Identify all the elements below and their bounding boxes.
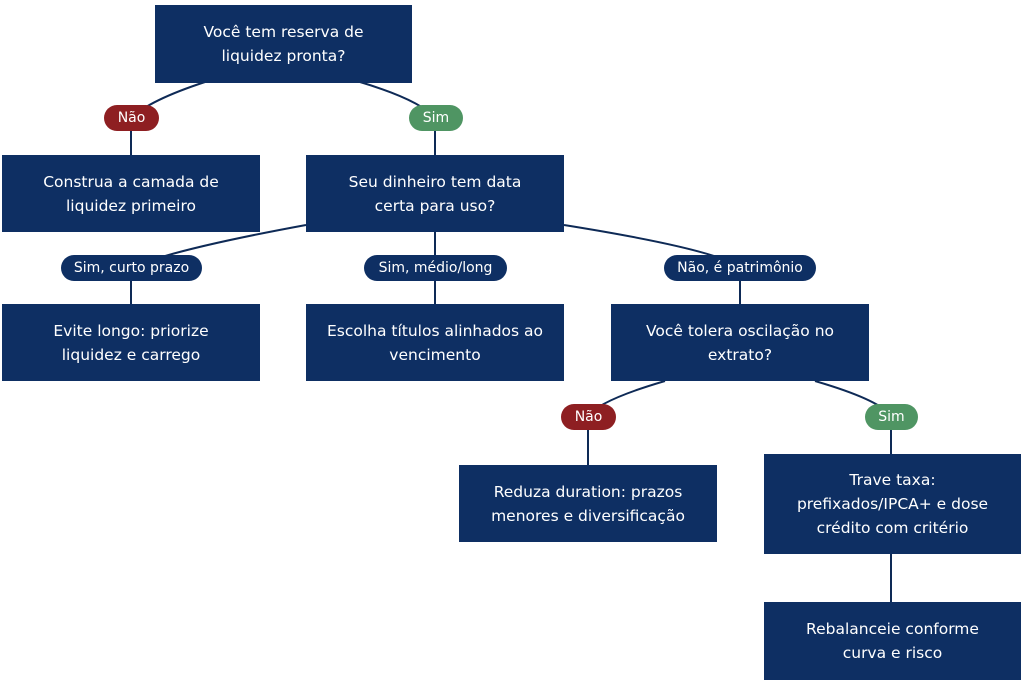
- node-lock-rate: Trave taxa: prefixados/IPCA+ e dose créd…: [764, 454, 1021, 554]
- node-volatility-question: Você tolera oscilação no extrato?: [611, 304, 869, 381]
- label-vol-no: Não: [561, 404, 616, 430]
- label-wealth: Não, é patrimônio: [664, 255, 816, 281]
- node-date-question: Seu dinheiro tem data certa para uso?: [306, 155, 564, 232]
- label-root-yes: Sim: [409, 105, 463, 131]
- node-avoid-long: Evite longo: priorize liquidez e carrego: [2, 304, 260, 381]
- label-short-term: Sim, curto prazo: [61, 255, 202, 281]
- node-build-liquidity: Construa a camada de liquidez primeiro: [2, 155, 260, 232]
- label-root-no: Não: [104, 105, 159, 131]
- node-rebalance: Rebalanceie conforme curva e risco: [764, 602, 1021, 680]
- label-medium-long: Sim, médio/long: [364, 255, 507, 281]
- node-reduce-duration: Reduza duration: prazos menores e divers…: [459, 465, 717, 542]
- node-liquidity-reserve-question: Você tem reserva de liquidez pronta?: [155, 5, 412, 83]
- node-choose-titles: Escolha títulos alinhados ao vencimento: [306, 304, 564, 381]
- label-vol-yes: Sim: [865, 404, 918, 430]
